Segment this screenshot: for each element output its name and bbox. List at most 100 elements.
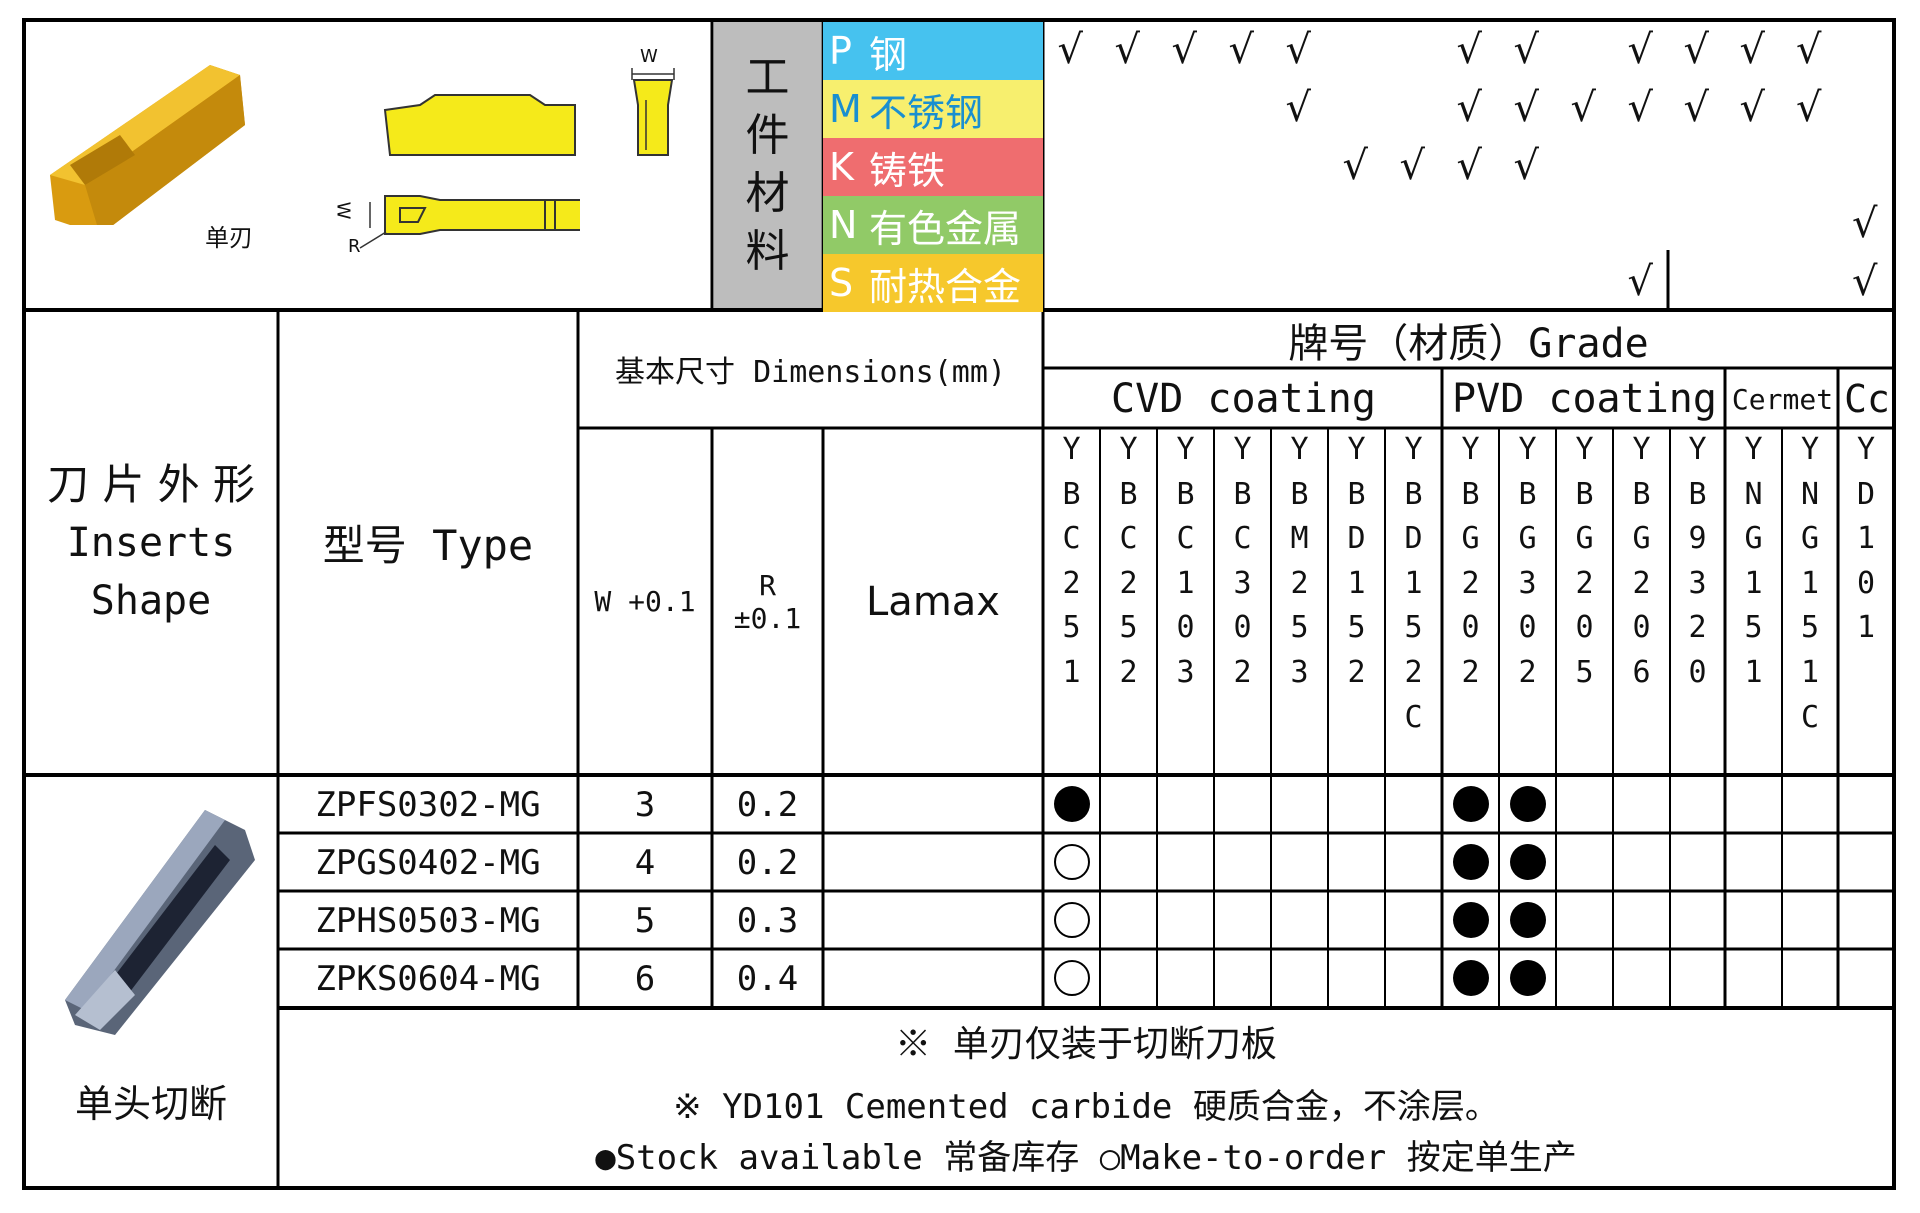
grade-char: Y: [1575, 432, 1594, 467]
grade-char: G: [1800, 521, 1820, 557]
legend: ●Stock available 常备库存 ○Make-to-order 按定单…: [595, 1137, 1577, 1178]
grade-char: B: [1062, 476, 1081, 512]
stock-available-icon: [1452, 786, 1489, 822]
grade-char: M: [1290, 521, 1309, 557]
grade-char: D: [1347, 521, 1366, 557]
type-header: 型号 Type: [322, 521, 534, 570]
grade-char: 3: [1176, 654, 1195, 690]
insert-top-diagram: [359, 195, 580, 249]
grade-header: 牌号（材质）Grade: [1288, 321, 1649, 367]
diagram-w-side-label: W: [332, 201, 354, 220]
grade-char: 3: [1518, 565, 1537, 601]
material-code: S: [829, 261, 854, 305]
grade-char: G: [1575, 521, 1594, 557]
insert-label: 单刃: [205, 224, 253, 252]
grade-char: D: [1404, 521, 1423, 557]
grade-char: 3: [1233, 565, 1252, 601]
grade-char: 2: [1347, 654, 1366, 690]
grade-char: 1: [1062, 654, 1081, 690]
grade-char: 3: [1290, 654, 1309, 690]
make-to-order-icon: [1053, 902, 1090, 938]
grade-char: C: [1176, 521, 1195, 557]
grade-char: 1: [1856, 610, 1876, 646]
group-cc: Cc: [1844, 377, 1890, 421]
material-code: K: [829, 145, 854, 189]
group-pvd: PVD coating: [1452, 376, 1717, 422]
grade-char: 2: [1062, 565, 1081, 601]
grade-char: 5: [1347, 610, 1366, 646]
check-icon: √: [1627, 85, 1654, 131]
grade-char: 2: [1119, 654, 1138, 690]
grade-char: B: [1404, 476, 1423, 512]
grade-char: Y: [1233, 432, 1252, 467]
grade-char: B: [1290, 476, 1309, 512]
check-icon: √: [1739, 85, 1766, 131]
grade-char: 5: [1062, 610, 1081, 646]
material-code: P: [829, 29, 852, 73]
type-cell: ZPHS0503-MG: [315, 901, 541, 941]
grade-char: 1: [1856, 521, 1876, 557]
grade-char: Y: [1062, 432, 1081, 467]
shape-label-cn: 刀 片 外 形: [46, 459, 256, 509]
grade-char: Y: [1518, 432, 1537, 467]
stock-available-icon: [1509, 902, 1546, 938]
check-icon: √: [1456, 85, 1483, 131]
make-to-order-icon: [1053, 844, 1090, 880]
stock-available-icon: [1452, 902, 1489, 938]
check-icon: √: [1683, 85, 1710, 131]
grade-char: Y: [1856, 432, 1876, 467]
grade-char: 2: [1688, 610, 1707, 646]
grade-char: 0: [1632, 610, 1651, 646]
material-name: 不锈钢: [869, 90, 984, 135]
grade-char: G: [1518, 521, 1537, 557]
type-cell: ZPGS0402-MG: [315, 843, 541, 883]
grade-char: C: [1233, 521, 1252, 557]
grade-char: B: [1347, 476, 1366, 512]
check-icon: √: [1739, 27, 1766, 73]
check-icon: √: [1513, 27, 1540, 73]
grade-char: Y: [1290, 432, 1309, 467]
row-shape-label: 单头切断: [74, 1081, 227, 1126]
r-header: R ±0.1: [733, 568, 802, 635]
grade-char: Y: [1461, 432, 1480, 467]
make-to-order-icon: [1053, 960, 1090, 996]
grade-char: 1: [1744, 565, 1763, 601]
dimensions-header: 基本尺寸 Dimensions(mm): [615, 355, 1006, 390]
check-icon: √: [1513, 85, 1540, 131]
diagram-w-label: W: [640, 46, 658, 67]
check-icon: √: [1285, 85, 1312, 131]
check-icon: √: [1852, 201, 1878, 247]
check-icon: √: [1057, 27, 1084, 73]
stock-available-icon: [1509, 786, 1546, 822]
grade-char: 2: [1233, 654, 1252, 690]
grade-char: 5: [1800, 610, 1820, 646]
grade-char: 2: [1404, 654, 1423, 690]
grade-char: 2: [1518, 654, 1537, 690]
grade-char: 1: [1744, 654, 1763, 690]
check-icon: √: [1796, 85, 1822, 131]
r-cell: 0.2: [736, 843, 799, 883]
grade-char: B: [1233, 476, 1252, 512]
grade-char: N: [1800, 476, 1820, 512]
grade-char: G: [1632, 521, 1651, 557]
grade-char: 2: [1461, 565, 1480, 601]
check-icon: √: [1852, 259, 1878, 305]
grade-char: 1: [1404, 565, 1423, 601]
check-icon: √: [1570, 85, 1597, 131]
grade-char: Y: [1688, 432, 1707, 467]
grade-char: 5: [1575, 654, 1594, 690]
check-icon: √: [1114, 27, 1141, 73]
shape-header: 刀 片 外 形 Inserts Shape: [26, 312, 276, 773]
r-cell: 0.3: [736, 901, 799, 941]
